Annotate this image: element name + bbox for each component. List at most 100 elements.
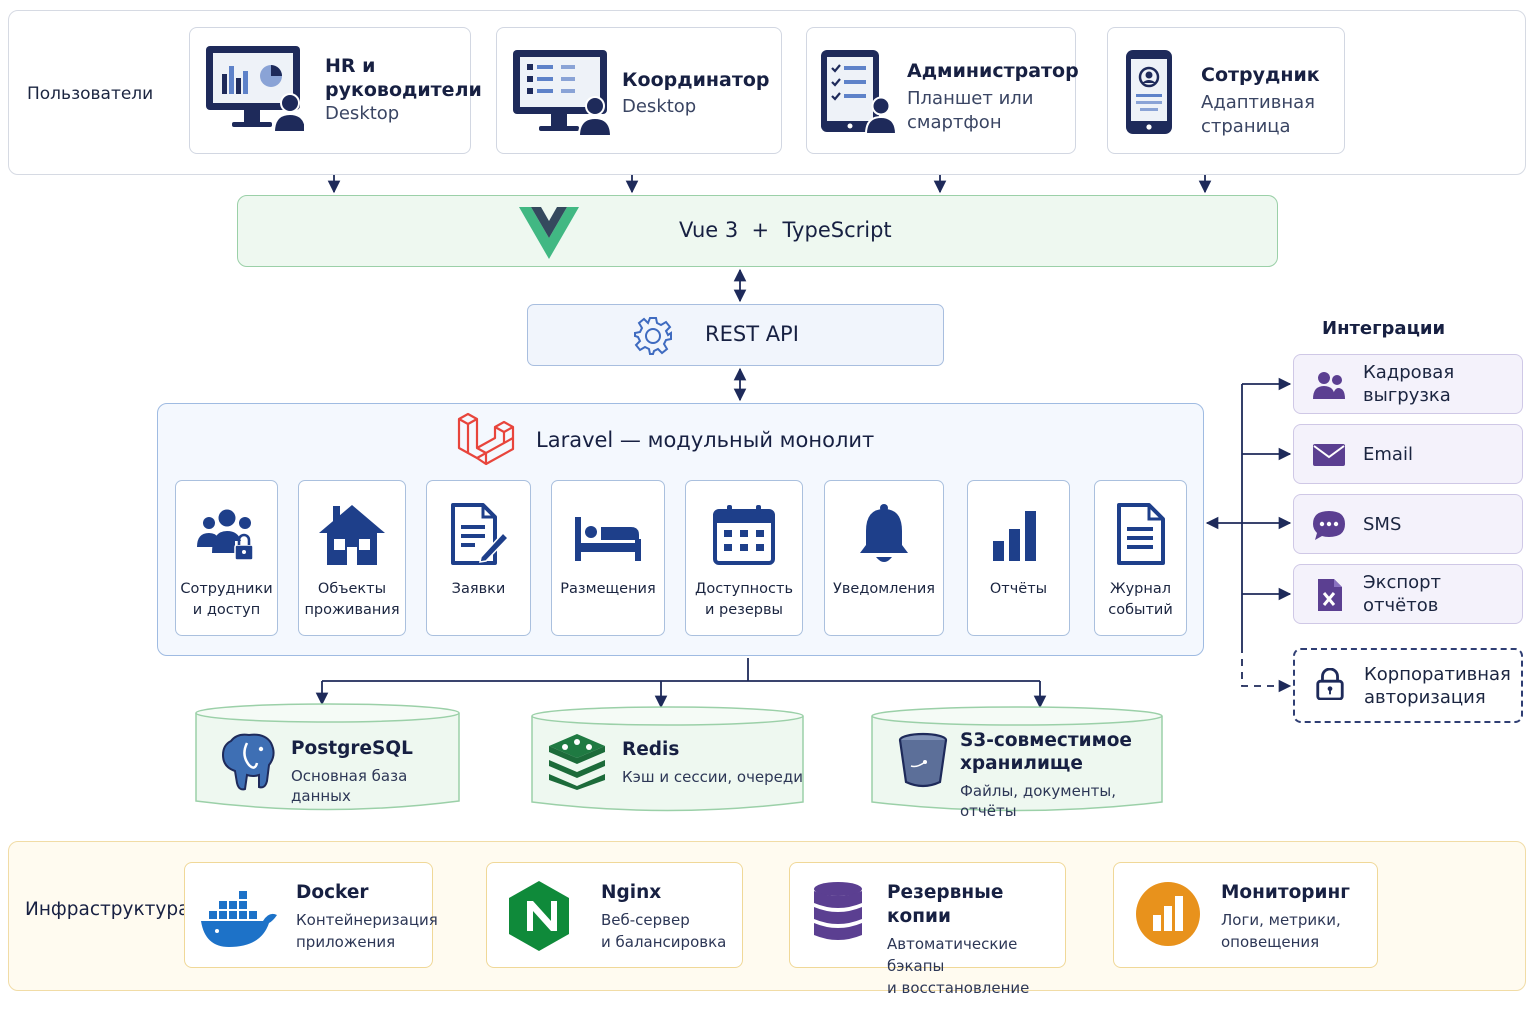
- integration-hr-export-label: Кадровая выгрузка: [1363, 362, 1455, 406]
- chat-bubble-icon: [1313, 511, 1345, 540]
- storage-s3: S3-совместимое хранилище Файлы, документ…: [871, 706, 1163, 820]
- user-employee-title: Сотрудник: [1201, 64, 1320, 86]
- module-housing-line2: проживания: [304, 602, 400, 618]
- module-availability-line1: Доступность: [695, 581, 793, 597]
- backend-title: Laravel — модульный монолит: [536, 428, 875, 452]
- envelope-icon: [1313, 444, 1345, 466]
- integration-sms: SMS: [1293, 494, 1523, 554]
- module-accommodations: Размещения: [551, 480, 665, 636]
- integration-hr-export: Кадровая выгрузка: [1293, 354, 1523, 414]
- module-requests: Заявки: [426, 480, 531, 636]
- rest-api-box: REST API: [527, 304, 944, 366]
- integrations-title: Интеграции: [1322, 318, 1446, 339]
- infra-backups-sub: Автоматические бэкапы и восстановление: [887, 935, 1030, 997]
- module-event-log-line1: Журнал: [1109, 581, 1172, 597]
- infra-docker-title: Docker: [296, 882, 369, 903]
- integration-report-export: Экспорт отчётов: [1293, 564, 1523, 624]
- module-housing-line1: Объекты: [317, 581, 387, 597]
- user-admin-title: Администратор: [907, 60, 1079, 82]
- cylinder-shape: [531, 706, 804, 812]
- module-event-log-line2: событий: [1108, 602, 1173, 618]
- integration-email: Email: [1293, 424, 1523, 484]
- s3-bucket-icon: [898, 732, 948, 788]
- infra-monitoring-title: Мониторинг: [1221, 882, 1350, 903]
- calendar-icon: [713, 505, 775, 565]
- infra-nginx: Nginx Веб-сервер и балансировка: [486, 862, 743, 968]
- nginx-logo-icon: [509, 881, 569, 951]
- integration-sms-label: SMS: [1363, 513, 1402, 535]
- module-notifications: Уведомления: [824, 480, 944, 636]
- user-admin-subtitle-line2: смартфон: [907, 112, 1002, 133]
- storage-postgresql-title: PostgreSQL: [291, 738, 413, 759]
- user-admin-subtitle-line1: Планшет или: [907, 88, 1034, 109]
- excel-file-icon: [1318, 579, 1342, 611]
- desktop-checklist-user-icon: [513, 50, 611, 137]
- module-housing: Объекты проживания: [298, 480, 406, 636]
- module-employees-access: Сотрудники и доступ: [175, 480, 278, 636]
- integration-corporate-auth-line1: Корпоративная: [1364, 663, 1511, 685]
- infra-monitoring: Мониторинг Логи, метрики, оповещения: [1113, 862, 1378, 968]
- storage-s3-title-line1: S3-совместимое: [960, 730, 1132, 751]
- user-coordinator-subtitle: Desktop: [622, 96, 697, 117]
- frontend-bar: Vue 3 + TypeScript: [237, 195, 1278, 267]
- integration-corporate-auth: Корпоративная авторизация: [1293, 648, 1523, 723]
- infra-backups: Резервные копии Автоматические бэкапы и …: [789, 862, 1066, 997]
- module-notifications-line1: Уведомления: [833, 581, 935, 597]
- people-icon: [1313, 372, 1345, 399]
- module-event-log: Журнал событий: [1094, 480, 1187, 636]
- integration-corporate-auth-line2: авторизация: [1364, 686, 1486, 708]
- integration-report-export-label: Экспорт отчётов: [1363, 572, 1442, 616]
- users-section-label: Пользователи: [27, 84, 154, 104]
- infrastructure-section-label: Инфраструктура: [25, 899, 190, 920]
- user-employee-subtitle-line1: Адаптивная: [1201, 92, 1315, 113]
- storage-redis-title: Redis: [622, 739, 680, 760]
- rest-api-label: REST API: [705, 322, 799, 346]
- module-accommodations-line1: Размещения: [560, 581, 656, 597]
- user-employee-subtitle-line2: страница: [1201, 116, 1291, 137]
- monitoring-chart-icon: [1136, 882, 1200, 946]
- module-reports-line1: Отчёты: [989, 581, 1048, 597]
- bar-chart-icon: [992, 511, 1036, 561]
- user-card-admin: Администратор Планшет или смартфон: [806, 27, 1079, 154]
- bell-icon: [860, 504, 908, 562]
- module-availability: Доступность и резервы: [685, 480, 803, 636]
- module-employees-line2: и доступ: [192, 602, 261, 618]
- storage-postgresql: PostgreSQL Основная база данных: [195, 703, 460, 811]
- infra-backups-title: Резервные копии: [887, 882, 1004, 927]
- storage-postgresql-subtitle: Основная база данных: [291, 767, 408, 805]
- storage-redis-subtitle: Кэш и сессии, очереди: [622, 768, 804, 786]
- infra-docker-sub: Контейнеризация приложения: [296, 911, 438, 951]
- desktop-chart-user-icon: [206, 46, 304, 133]
- infra-docker: Docker Контейнеризация приложения: [184, 862, 438, 968]
- gear-icon: [634, 317, 672, 355]
- integration-email-label: Email: [1363, 443, 1413, 465]
- bed-icon: [575, 517, 641, 561]
- storage-s3-subtitle: Файлы, документы, отчёты: [960, 782, 1117, 820]
- database-stack-icon: [814, 882, 862, 940]
- laravel-logo-icon: [457, 412, 515, 466]
- user-card-coordinator: Координатор Desktop: [496, 27, 782, 154]
- storage-redis: Redis Кэш и сессии, очереди: [531, 706, 804, 812]
- infra-nginx-sub: Веб-сервер и балансировка: [601, 911, 727, 951]
- log-document-icon: [1116, 503, 1165, 565]
- infra-monitoring-sub: Логи, метрики, оповещения: [1221, 911, 1341, 951]
- users-lock-icon: [196, 509, 254, 561]
- user-card-employee: Сотрудник Адаптивная страница: [1107, 27, 1345, 154]
- smartphone-profile-icon: [1126, 50, 1172, 134]
- vue-logo-icon: [519, 207, 579, 259]
- tablet-checklist-user-icon: [821, 50, 898, 135]
- module-reports: Отчёты: [967, 480, 1070, 636]
- module-employees-line1: Сотрудники: [180, 581, 273, 597]
- postgresql-elephant-icon: [221, 733, 275, 791]
- infra-nginx-title: Nginx: [601, 882, 662, 903]
- user-hr-title-line2: руководители: [325, 79, 482, 101]
- redis-logo-icon: [549, 734, 605, 790]
- module-requests-line1: Заявки: [451, 581, 506, 597]
- storage-s3-title-line2: хранилище: [960, 753, 1083, 774]
- docker-whale-icon: [201, 891, 277, 947]
- padlock-icon: [1316, 668, 1344, 700]
- user-hr-subtitle: Desktop: [325, 103, 400, 124]
- user-coordinator-title: Координатор: [622, 69, 770, 91]
- frontend-label: Vue 3 + TypeScript: [679, 218, 892, 242]
- module-availability-line2: и резервы: [705, 602, 783, 618]
